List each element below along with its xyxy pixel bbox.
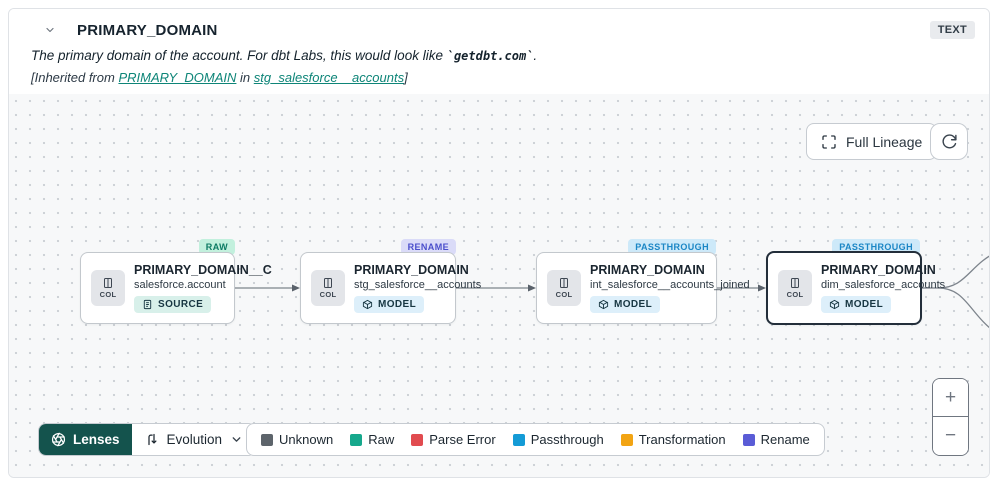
inherited-column-link[interactable]: PRIMARY_DOMAIN (118, 70, 237, 85)
column-icon (104, 278, 112, 288)
description-period: . (533, 48, 538, 63)
col-label: COL (786, 290, 804, 299)
evolution-legend: Unknown Raw Parse Error Passthrough Tran… (246, 423, 825, 456)
legend-item: Rename (742, 432, 810, 447)
inherited-model-link[interactable]: stg_salesforce__accounts (253, 70, 405, 85)
evolution-icon (147, 433, 157, 446)
column-chip: COL (778, 270, 812, 306)
column-chip: COL (311, 270, 345, 306)
column-description: The primary domain of the account. For d… (31, 48, 975, 63)
evolution-tag: PASSTHROUGH (628, 239, 716, 255)
lenses-label: Lenses (73, 432, 120, 447)
inherited-suffix: ] (404, 70, 408, 85)
lineage-node-int[interactable]: COL PRIMARY_DOMAIN int_salesforce__accou… (536, 252, 750, 324)
inherited-from-line: [Inherited from PRIMARY_DOMAIN in stg_sa… (31, 70, 975, 85)
legend-item: Parse Error (411, 432, 496, 447)
lens-dropdown[interactable]: Evolution (131, 424, 256, 455)
legend-item: Passthrough (512, 432, 604, 447)
legend-item: Transformation (620, 432, 726, 447)
model-icon (362, 299, 373, 310)
source-icon (143, 299, 152, 310)
column-lineage-panel: PRIMARY_DOMAIN TEXT The primary domain o… (8, 8, 990, 478)
lineage-canvas[interactable]: Full Lineage RAW RENAME PASSTHROUGH PASS… (9, 94, 989, 477)
node-title: PRIMARY_DOMAIN (821, 263, 936, 277)
column-icon (324, 278, 332, 288)
legend-swatch (512, 433, 525, 446)
fullscreen-icon (822, 134, 836, 149)
resource-type-badge: MODEL (590, 296, 661, 313)
legend-swatch (742, 433, 755, 446)
aperture-icon (51, 432, 66, 447)
inherited-middle: in (236, 70, 254, 85)
lineage-node-dim-selected[interactable]: COL PRIMARY_DOMAIN dim_salesforce_accoun… (766, 251, 945, 325)
node-subtitle: int_salesforce__accounts_joined (590, 279, 750, 291)
lineage-edges (235, 255, 989, 329)
legend-swatch (261, 433, 273, 446)
evolution-tag: RENAME (400, 239, 456, 255)
column-chip: COL (547, 270, 581, 306)
refresh-icon (941, 134, 957, 149)
evolution-tag: RAW (198, 239, 235, 255)
node-subtitle: dim_salesforce_accounts (821, 279, 946, 291)
column-header: PRIMARY_DOMAIN TEXT The primary domain o… (9, 9, 989, 96)
full-lineage-button[interactable]: Full Lineage (806, 123, 938, 160)
refresh-button[interactable] (930, 123, 968, 160)
lenses-control: Lenses Evolution (38, 423, 257, 456)
description-text: The primary domain of the account. For d… (31, 48, 447, 63)
node-subtitle: stg_salesforce__accounts (354, 279, 482, 291)
lineage-node-stg[interactable]: COL PRIMARY_DOMAIN stg_salesforce__accou… (300, 252, 481, 324)
node-title: PRIMARY_DOMAIN (590, 263, 705, 277)
zoom-in-button[interactable]: + (933, 379, 968, 417)
lenses-button[interactable]: Lenses (39, 424, 132, 455)
column-icon (560, 278, 568, 288)
model-icon (829, 299, 840, 310)
legend-item: Raw (350, 432, 394, 447)
col-label: COL (99, 290, 117, 299)
node-title: PRIMARY_DOMAIN (354, 263, 469, 277)
node-subtitle: salesforce.account (134, 279, 226, 291)
column-title: PRIMARY_DOMAIN (77, 21, 218, 39)
column-chip: COL (91, 270, 125, 306)
legend-swatch (411, 433, 424, 446)
resource-type-badge: MODEL (821, 296, 892, 313)
lineage-node-source[interactable]: COL PRIMARY_DOMAIN__C salesforce.account… (80, 252, 272, 324)
zoom-controls: + − (932, 378, 969, 456)
legend-swatch (620, 433, 633, 446)
inherited-prefix: [Inherited from (31, 70, 119, 85)
column-icon (791, 278, 799, 288)
selected-lens-label: Evolution (166, 432, 223, 447)
chevron-down-icon (232, 437, 241, 442)
legend-swatch (350, 433, 363, 446)
resource-type-badge: SOURCE (134, 296, 212, 313)
full-lineage-label: Full Lineage (846, 133, 923, 150)
description-code: `getdbt.com` (446, 49, 534, 63)
col-label: COL (319, 290, 337, 299)
col-label: COL (555, 290, 573, 299)
column-type-badge: TEXT (929, 21, 975, 39)
zoom-out-button[interactable]: − (933, 417, 968, 455)
model-icon (598, 299, 609, 310)
legend-item: Unknown (261, 432, 333, 447)
resource-type-badge: MODEL (354, 296, 425, 313)
collapse-chevron-icon[interactable] (39, 19, 61, 41)
node-title: PRIMARY_DOMAIN__C (134, 263, 272, 277)
